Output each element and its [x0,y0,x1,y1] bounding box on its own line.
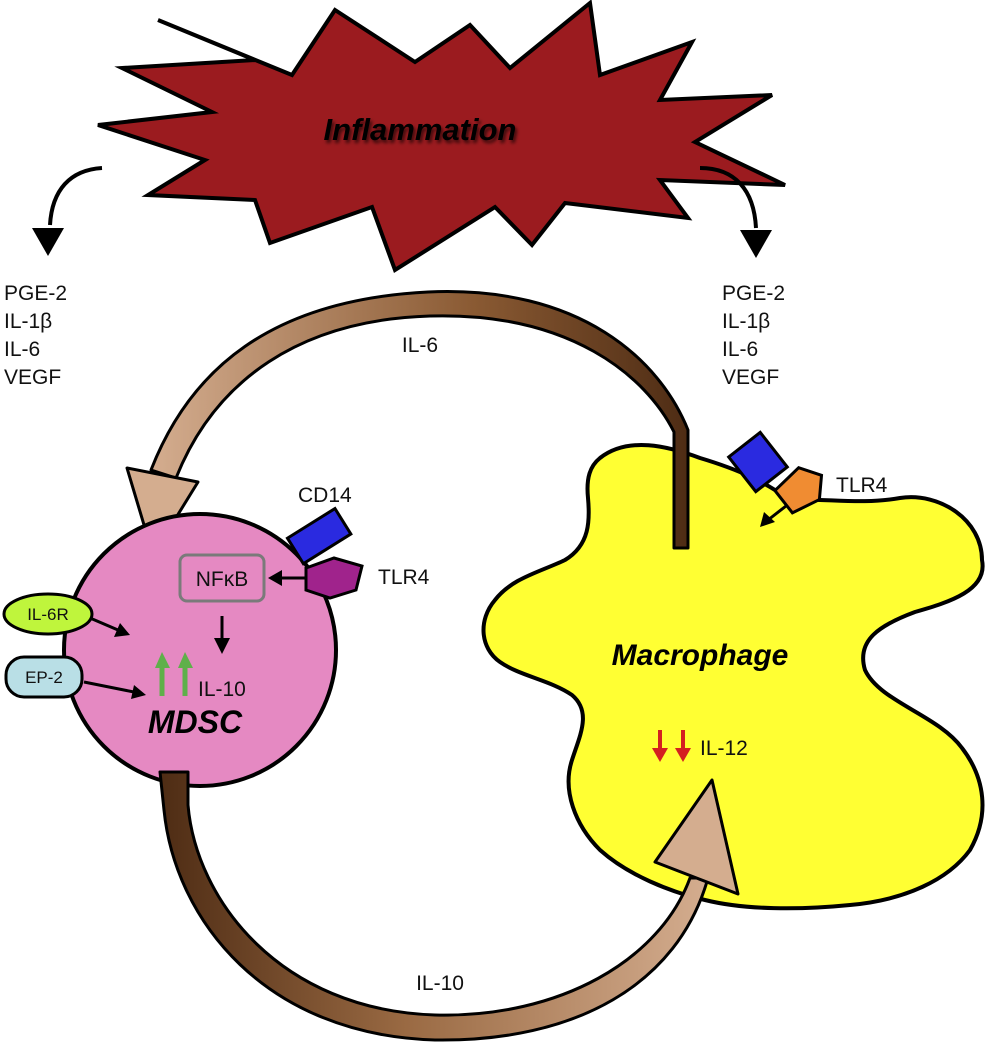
left-mediator-il6: IL-6 [4,338,40,361]
mdsc-cell: NFκB IL-10 MDSC [62,512,338,788]
il12-down-arrows [652,730,691,762]
mdsc-tlr4-receptor [304,556,364,600]
ep2-signal-arrow [83,680,146,699]
right-mediator-pge2: PGE-2 [722,282,785,305]
il10-flow-label: IL-10 [416,972,464,995]
il6r-label: IL-6R [27,605,69,624]
macrophage-cell: Macrophage IL-12 [481,443,985,911]
right-release-arrow [699,166,772,258]
mdsc-cd14-receptor [285,506,353,566]
mdsc-body [62,512,338,788]
il6-flow-label: IL-6 [402,334,438,357]
left-mediator-pge2: PGE-2 [4,282,67,305]
il6r-receptor: IL-6R [2,592,94,636]
macrophage-tlr4-label: TLR4 [836,474,888,497]
right-mediator-il1b: IL-1β [722,310,770,333]
right-mediator-il6: IL-6 [722,338,758,361]
nfkb-box [178,553,266,603]
mdsc-tlr4-label: TLR4 [378,566,430,589]
tlr4-to-nfkb-arrow [268,570,306,586]
il10-up-arrows [155,652,193,696]
left-mediator-vegf: VEGF [4,366,61,389]
macrophage-tlr4-signal-arrow [760,504,787,527]
inflammation-title: Inflammation [324,112,517,147]
ep2-label: EP-2 [25,668,63,687]
macrophage-label: Macrophage [612,639,789,672]
il10-flow-arrow [158,770,740,1042]
macrophage-body [481,443,985,911]
macrophage-il12-label: IL-12 [700,737,748,760]
cd14-label: CD14 [298,484,352,507]
macrophage-tlr4-receptor [772,465,824,515]
nfkb-label: NFκB [196,568,249,591]
mdsc-il10-label: IL-10 [198,678,246,701]
right-mediator-list: PGE-2 IL-1β IL-6 VEGF [722,282,785,389]
ep2-receptor: EP-2 [4,655,84,699]
right-mediator-vegf: VEGF [722,366,779,389]
inflammation-burst: Inflammation [97,0,786,274]
il6r-signal-arrow [89,616,130,637]
left-mediator-list: PGE-2 IL-1β IL-6 VEGF [4,282,67,389]
macrophage-cd14-receptor [726,430,790,494]
left-mediator-il1b: IL-1β [4,310,52,333]
inflammation-starburst-shape [97,0,786,274]
left-release-arrow [32,166,103,256]
mdsc-label: MDSC [148,704,243,740]
nfkb-to-il10-arrow [214,616,230,654]
